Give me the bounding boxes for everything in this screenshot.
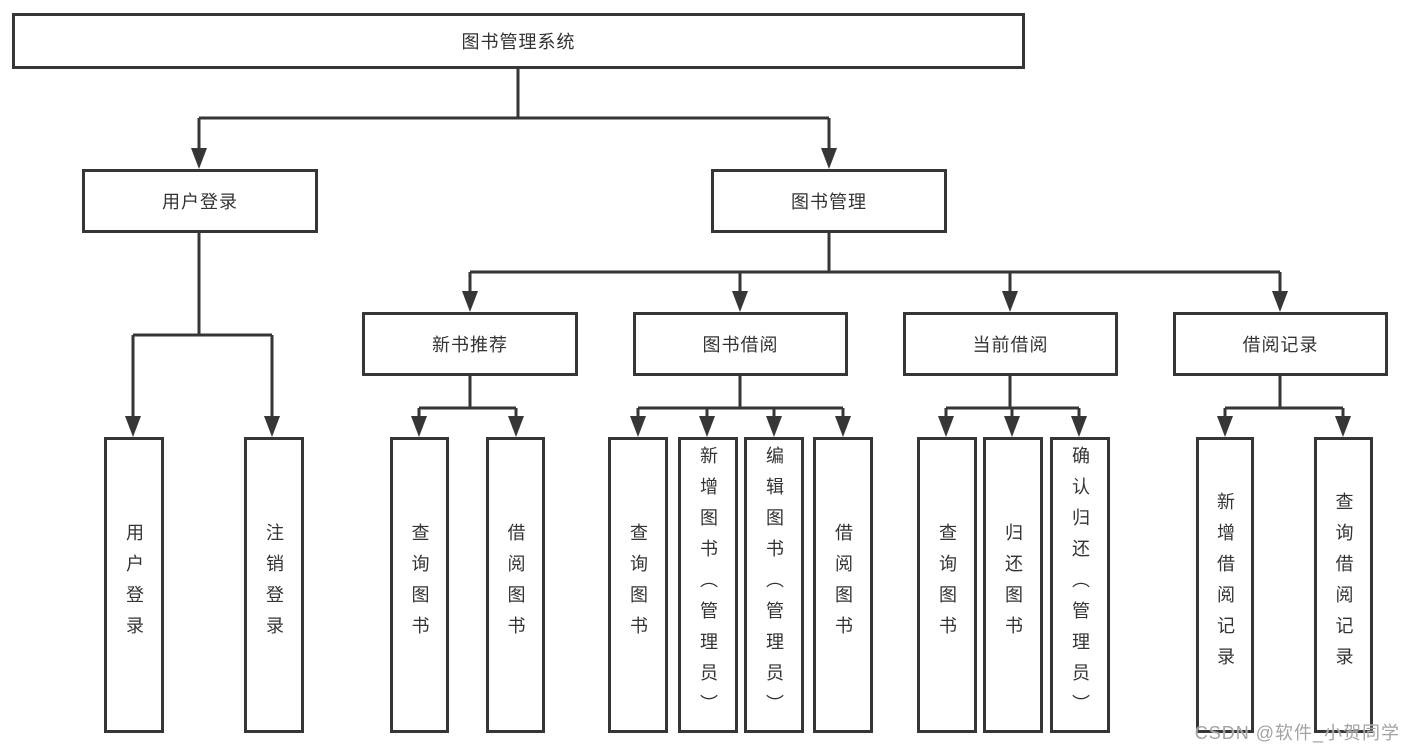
node-book-borrowing: 图书借阅 <box>633 312 848 376</box>
leaf-label: 查询图书 <box>409 523 430 647</box>
node-leaf-edit-books-admin: 编辑图书（管理员） <box>744 437 804 733</box>
node-current-borrowing: 当前借阅 <box>903 312 1118 376</box>
node-leaf-query-borrow-record: 查询借阅记录 <box>1314 437 1373 733</box>
leaf-label: 注销登录 <box>264 523 284 647</box>
node-leaf-borrow-books-recommend: 借阅图书 <box>486 437 545 733</box>
node-library-system: 图书管理系统 <box>12 13 1025 69</box>
leaf-label: 编辑图书（管理员） <box>764 445 784 725</box>
leaf-label: 新增图书（管理员） <box>698 445 718 725</box>
leaf-label: 新增借阅记录 <box>1215 492 1235 678</box>
node-leaf-borrow-books-borrowing: 借阅图书 <box>813 437 873 733</box>
node-leaf-confirm-return-admin: 确认归还（管理员） <box>1050 437 1110 733</box>
node-borrowing-records: 借阅记录 <box>1173 312 1388 376</box>
node-leaf-user-login: 用户登录 <box>104 437 164 733</box>
node-leaf-query-books-recommend: 查询图书 <box>390 437 449 733</box>
node-leaf-add-borrow-record: 新增借阅记录 <box>1196 437 1254 733</box>
leaf-label: 借阅图书 <box>505 523 526 647</box>
node-leaf-query-books-borrowing: 查询图书 <box>608 437 668 733</box>
leaf-label: 查询借阅记录 <box>1333 492 1354 678</box>
leaf-label: 用户登录 <box>124 523 144 647</box>
leaf-label: 查询图书 <box>937 523 957 647</box>
node-leaf-add-books-admin: 新增图书（管理员） <box>678 437 738 733</box>
node-user-login: 用户登录 <box>82 169 318 233</box>
arrowheads <box>125 148 1351 437</box>
leaf-label: 归还图书 <box>1003 523 1023 647</box>
node-leaf-query-books-current: 查询图书 <box>917 437 977 733</box>
node-book-management: 图书管理 <box>711 169 947 233</box>
node-new-book-recommend: 新书推荐 <box>362 312 578 376</box>
node-leaf-return-books: 归还图书 <box>983 437 1043 733</box>
node-leaf-logout: 注销登录 <box>244 437 304 733</box>
leaf-label: 查询图书 <box>628 523 648 647</box>
leaf-label: 确认归还（管理员） <box>1070 445 1090 725</box>
leaf-label: 借阅图书 <box>833 523 853 647</box>
csdn-watermark: CSDN @软件_小贺同学 <box>1194 723 1400 743</box>
